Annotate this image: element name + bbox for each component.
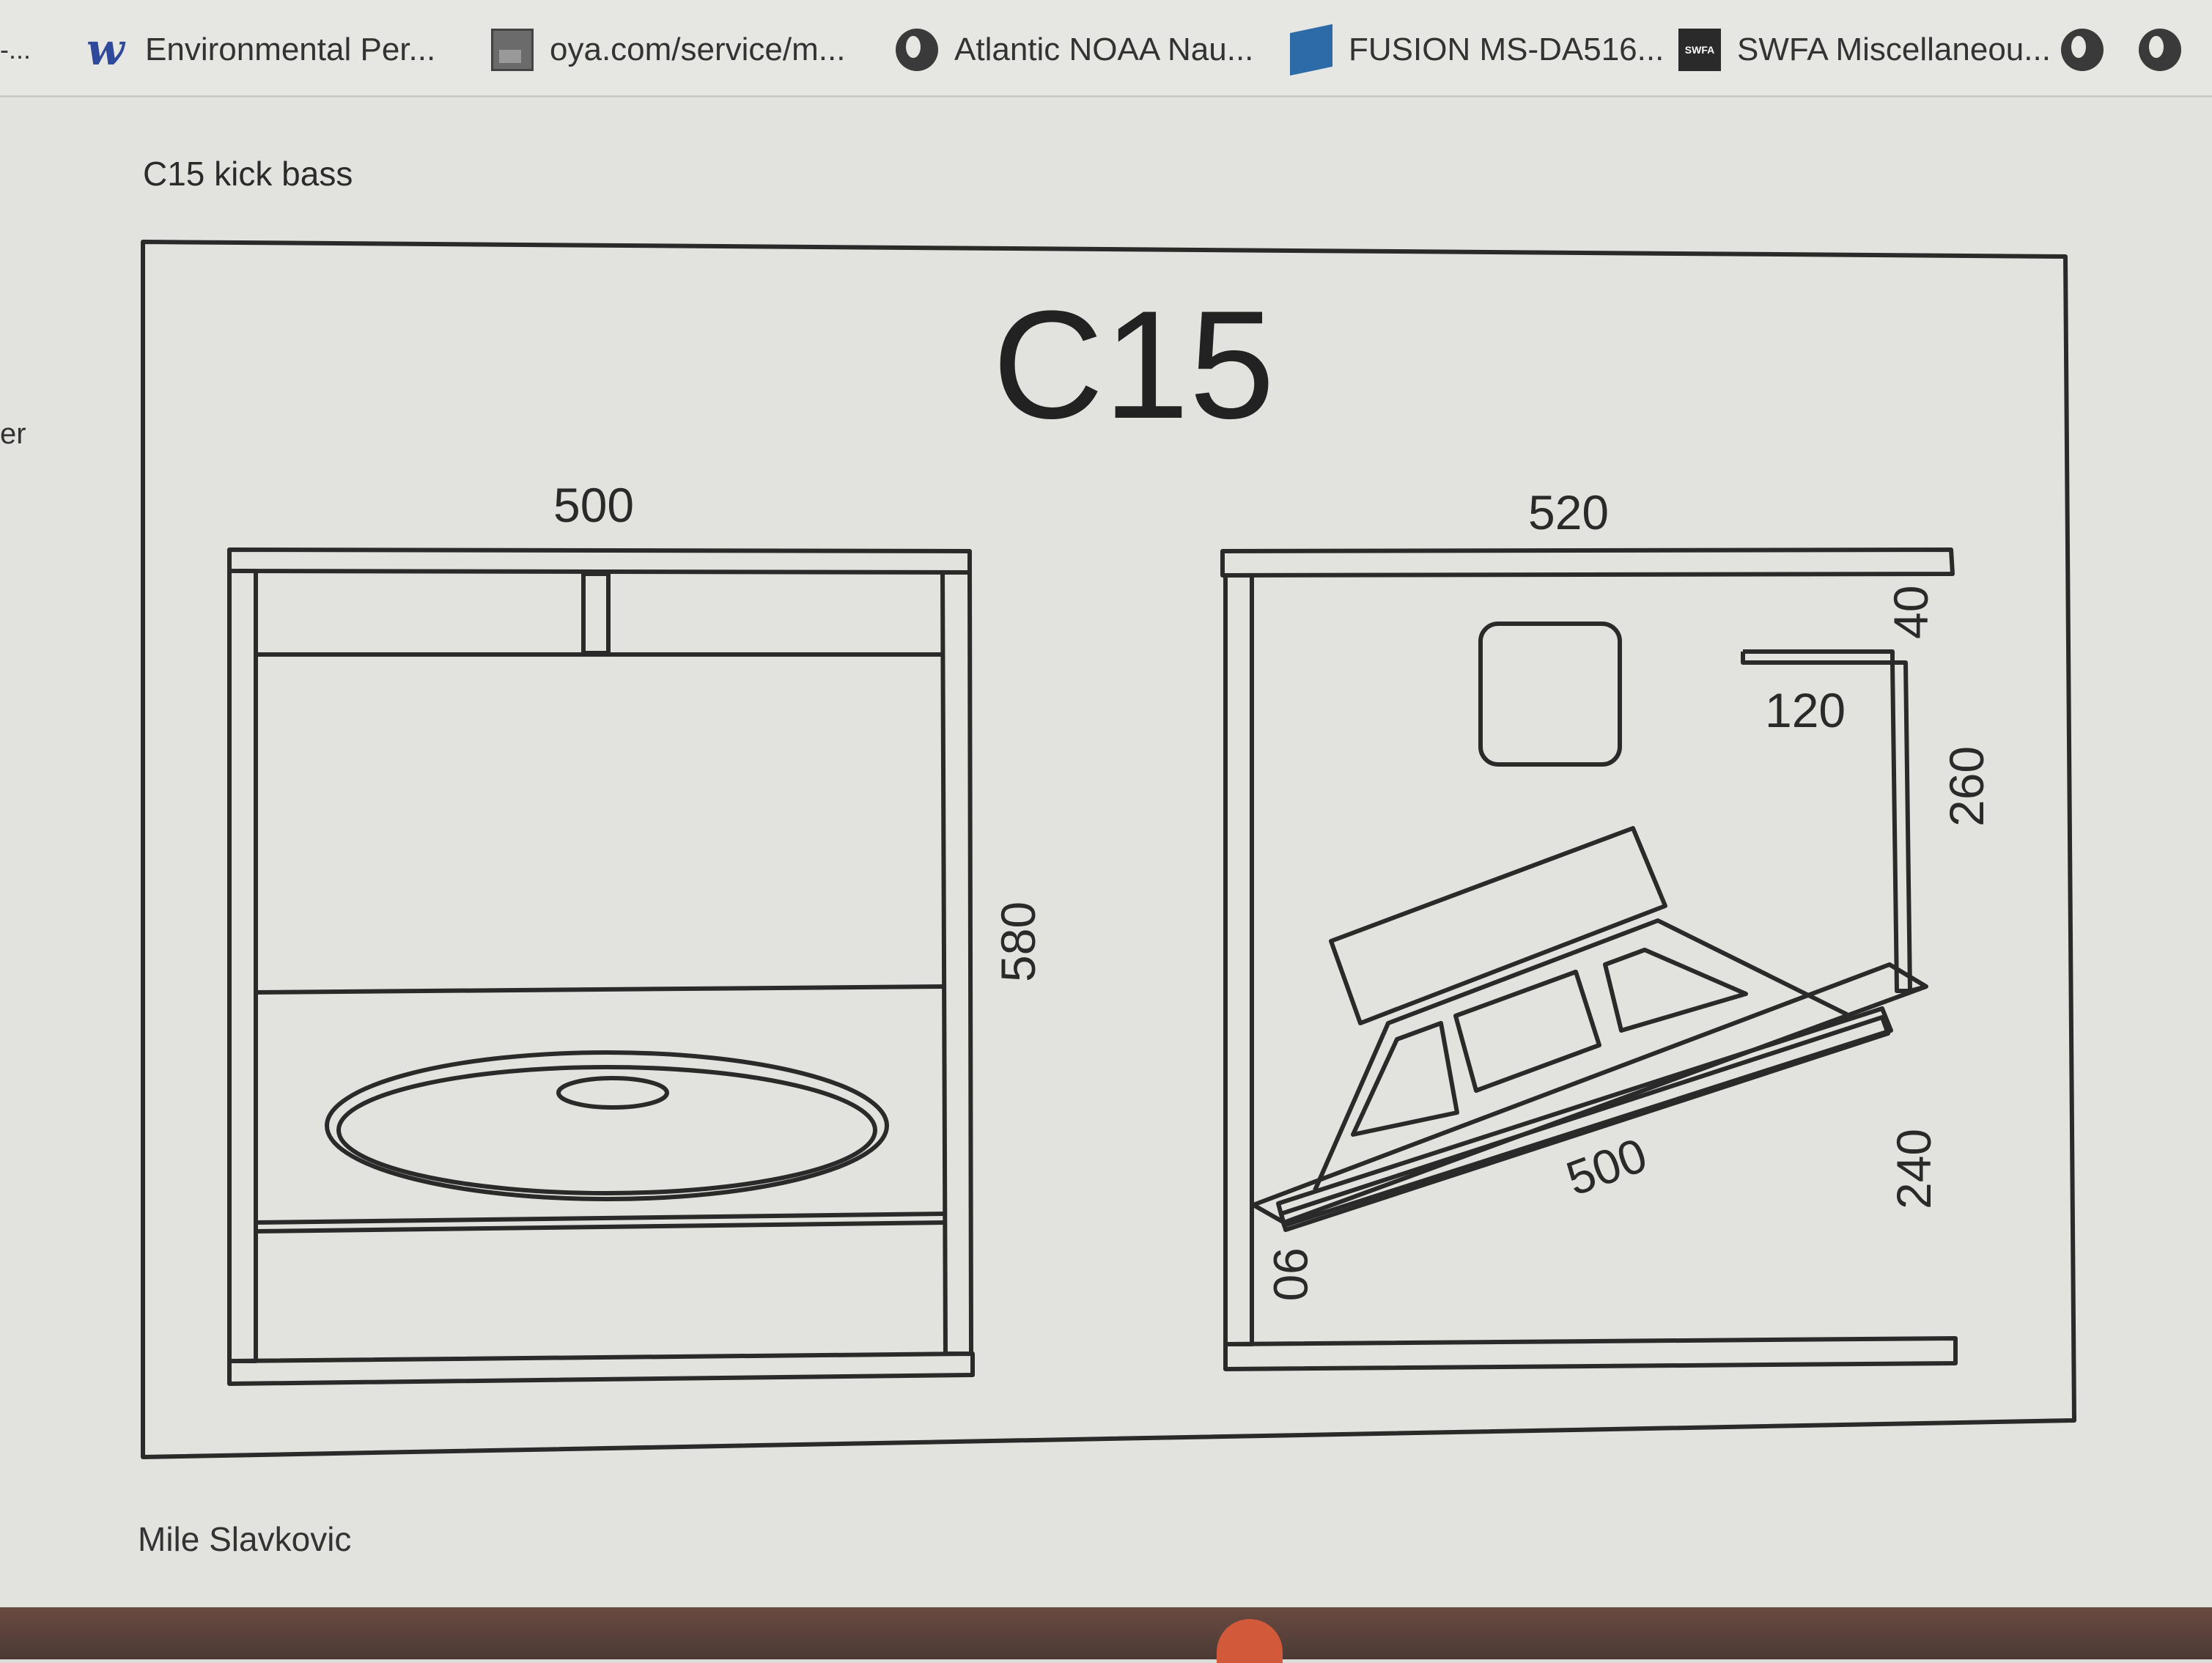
front-shelf-mid [255,984,946,995]
front-shelf-low-1 [255,1212,946,1225]
side-dim-120-label: 120 [1765,683,1846,737]
driver-magnet [1329,826,1667,1025]
w-icon: w [86,24,125,75]
side-dim-90-label: 90 [1264,1247,1318,1301]
side-bottom-panel [1223,1336,1958,1371]
globe-icon [2061,29,2104,71]
globe-icon [2139,29,2181,71]
basket-window-2 [1453,970,1601,1093]
basket-window-3 [1603,948,1748,1033]
bookmark-globe-a[interactable] [2061,21,2120,79]
author-name: Mile Slavkovic [138,1520,352,1558]
side-width-label: 520 [1528,485,1609,539]
baffle-length-label: 500 [1559,1127,1654,1206]
bookmark-label: Environmental Per... [145,32,436,67]
speaker-cone-inner [336,1065,877,1195]
bookmark-noaa[interactable]: Atlantic NOAA Nau... [896,21,1253,79]
bookmark-overflow-label: -... [0,34,31,64]
side-dim-240-label: 240 [1887,1129,1941,1209]
baffle-slab [1279,1015,1890,1232]
front-width-label: 500 [553,478,634,532]
taskbar-edge [0,1607,2212,1663]
drawing-frame [141,240,2076,1459]
side-inner-wall [1890,660,1912,993]
image-icon [491,29,534,71]
bookmark-oya[interactable]: oya.com/service/m... [491,21,845,79]
bookmark-overflow[interactable]: -... [0,21,31,79]
bookmark-label: SWFA Miscellaneou... [1737,32,2051,67]
side-left-wall [1223,573,1254,1346]
side-dim-260-label: 260 [1939,746,1994,827]
side-top-panel [1220,547,1955,578]
bookmark-label: Atlantic NOAA Nau... [954,32,1254,67]
bookmark-label: oya.com/service/m... [550,32,846,67]
globe-icon [896,29,938,71]
front-right-wall [940,570,973,1356]
swfa-icon: SWFA [1678,29,1721,71]
front-height-label: 580 [991,901,1045,982]
bookmarks-bar: -... w Environmental Per... oya.com/serv… [0,0,2212,97]
bookmark-swfa[interactable]: SWFA SWFA Miscellaneou... [1678,21,2051,79]
front-bottom-panel [227,1352,975,1386]
front-left-wall [227,569,258,1363]
side-dim-40-label: 40 [1884,586,1938,639]
speaker-cone-outer [325,1050,889,1201]
front-divider [581,572,611,655]
page-content: C15 kick bass er Mile Slavkovic [0,97,2212,1607]
bookmark-label: FUSION MS-DA516... [1349,32,1664,67]
bookmark-globe-b[interactable] [2139,21,2197,79]
speaker-dustcap [556,1076,669,1110]
bookmark-environmental[interactable]: w Environmental Per... [86,21,435,79]
bookmark-fusion[interactable]: FUSION MS-DA516... [1290,21,1664,79]
side-view [1220,547,1958,1371]
port-opening [1478,622,1622,767]
driver-basket [1313,918,1848,1192]
front-shelf-low-2 [255,1220,946,1234]
front-top-panel [227,547,972,575]
basket-window-1 [1351,1021,1459,1137]
sidebar-fragment: er [0,418,26,450]
baffle-joint [1909,984,1927,993]
front-view [227,547,975,1386]
page-title: C15 kick bass [143,155,353,193]
brace-horizontal [1741,649,1895,665]
drawing-title: C15 [992,279,1275,451]
